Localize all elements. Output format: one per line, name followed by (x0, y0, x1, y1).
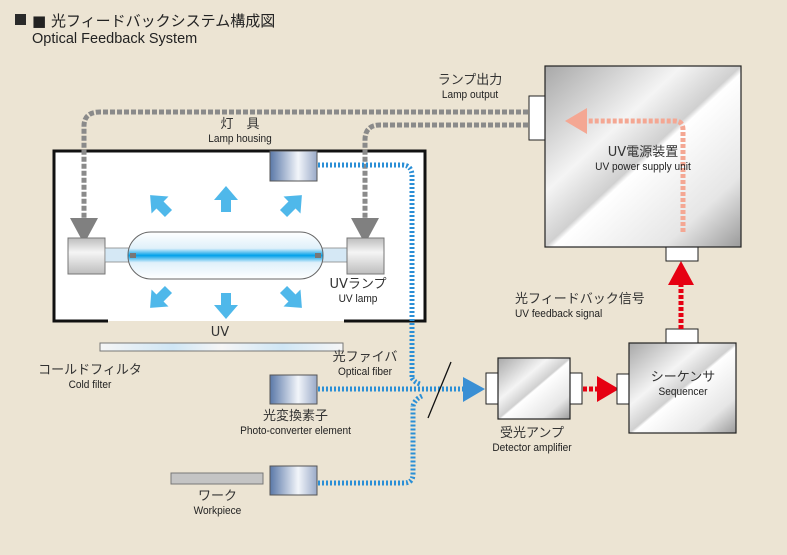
cold-filter-label: コールドフィルタ Cold filter (38, 363, 142, 391)
uv-arrows (150, 186, 302, 319)
lamp-housing-label: 灯 具 Lamp housing (208, 117, 272, 145)
lamp-output-label: ランプ出力 Lamp output (437, 73, 503, 101)
title-en: Optical Feedback System (32, 31, 198, 47)
power-supply-label: UV電源装置 UV power supply unit (595, 145, 691, 173)
uv-lamp (67, 231, 385, 280)
photo-converter-label: 光変換素子 Photo-converter element (240, 409, 351, 437)
photo-converter-sensor (269, 374, 318, 405)
feedback-signal-label: 光フィードバック信号 UV feedback signal (515, 292, 645, 320)
housing-sensor (269, 150, 318, 182)
signal-to-sequencer (583, 376, 619, 402)
cold-filter (99, 342, 344, 352)
fiber-arrow (463, 377, 485, 402)
uv-lamp-label: UVランプ UV lamp (329, 277, 387, 305)
uv-power-supply (528, 65, 742, 262)
sequencer-label: シーケンサ Sequencer (650, 370, 716, 398)
uv-ray-arrow-icon (279, 285, 302, 308)
workpiece-sensor (269, 465, 318, 496)
title-jp: ■ 光フィードバックシステム構成図 (32, 12, 276, 30)
optical-fiber-lines (318, 162, 465, 486)
lamp-output-line-outer (70, 109, 528, 244)
feedback-signal-arrow (668, 261, 694, 329)
workpiece (170, 472, 264, 485)
title-square-icon (15, 14, 26, 25)
uv-label: UV (210, 325, 230, 340)
beam-splitter (427, 361, 452, 419)
lamp-output-line-inner (351, 122, 528, 244)
uv-ray-arrow-icon (214, 186, 238, 212)
detector-amplifier-label: 受光アンプ Detector amplifier (492, 426, 572, 454)
uv-ray-arrow-icon (279, 195, 302, 218)
uv-ray-arrow-icon (214, 293, 238, 319)
sequencer (616, 328, 737, 434)
uv-ray-arrow-icon (150, 195, 173, 218)
uv-ray-arrow-icon (150, 285, 173, 308)
detector-amplifier (485, 357, 583, 420)
optical-fiber-label: 光ファイバ Optical fiber (332, 350, 398, 378)
workpiece-label: ワーク Workpiece (193, 489, 242, 517)
